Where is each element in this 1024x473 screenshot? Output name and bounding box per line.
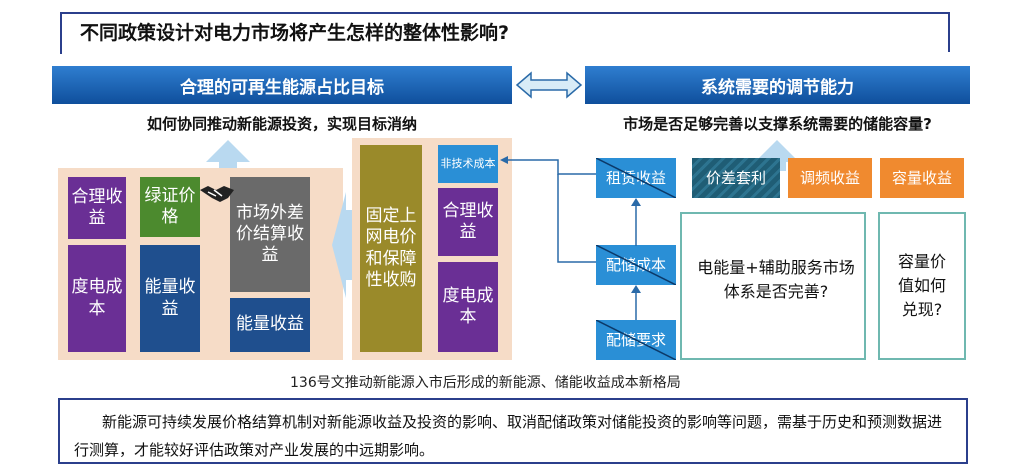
arbitrage-revenue-box: 价差套利: [692, 158, 780, 198]
capacity-revenue-box: 容量收益: [880, 158, 964, 198]
unit-cost-block: 度电成本: [68, 245, 126, 352]
fixed-feed-in-price-block: 固定上网电价和保障性收购: [360, 145, 422, 352]
slash-req: [596, 320, 676, 360]
page-title: 不同政策设计对电力市场将产生怎样的整体性影响?: [80, 22, 510, 44]
green-cert-price-block: 绿证价格: [140, 177, 200, 237]
title-frame: [60, 12, 950, 54]
up-arrow-left: [206, 140, 250, 162]
connector-lines: [500, 156, 596, 263]
up-arrow-right: [755, 140, 799, 162]
summary-note: 新能源可持续发展价格结算机制对新能源收益及投资的影响、取消配储政策对储能投资的影…: [58, 398, 968, 464]
double-arrow-icon: [515, 71, 583, 99]
figure-caption: 136号文推动新能源入市后形成的新能源、储能收益成本新格局: [290, 375, 681, 391]
energy-revenue-block-2: 能量收益: [230, 298, 310, 352]
energy-revenue-block: 能量收益: [140, 245, 200, 352]
reasonable-return-block: 合理收益: [68, 177, 126, 239]
slash-lease: [596, 158, 676, 198]
market-system-question: 电能量+辅助服务市场体系是否完善?: [697, 258, 855, 301]
off-market-settlement-block: 市场外差价结算收益: [230, 177, 310, 292]
right-band: 系统需要的调节能力: [585, 66, 970, 104]
center-unit-cost-block: 度电成本: [438, 262, 498, 352]
capacity-value-frame: [878, 212, 966, 360]
handshake-icon: [200, 186, 234, 202]
title-frame-corner: [938, 12, 950, 52]
market-system-frame: [680, 212, 866, 360]
left-band: 合理的可再生能源占比目标: [52, 66, 512, 104]
up-arrow-left-stem: [219, 161, 237, 171]
slash-cost: [596, 245, 676, 285]
freq-regulation-revenue-box: 调频收益: [788, 158, 872, 198]
left-question: 如何协同推动新能源投资，实现目标消纳: [146, 115, 417, 133]
capacity-value-question: 容量价值如何兑现?: [897, 252, 946, 319]
right-question: 市场是否足够完善以支撑系统需要的储能容量?: [623, 115, 932, 133]
center-reasonable-return-block: 合理收益: [438, 188, 498, 256]
summary-note-text: 新能源可持续发展价格结算机制对新能源收益及投资的影响、取消配储政策对储能投资的影…: [74, 413, 943, 459]
non-tech-cost-tag: 非技术成本: [438, 145, 498, 183]
chain-arrows: [631, 198, 641, 320]
